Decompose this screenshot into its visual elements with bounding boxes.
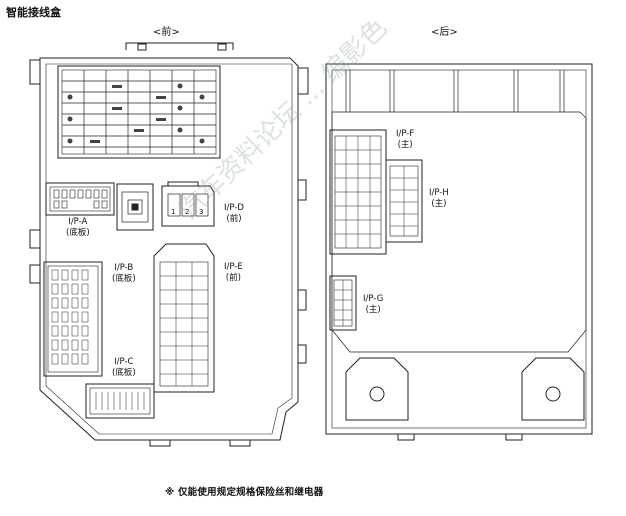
connector-ipf <box>329 129 387 255</box>
label-ipg-name: I/P-G <box>363 294 384 304</box>
label-ipb: I/P-B (底板) <box>112 263 136 284</box>
label-ipf-name: I/P-F <box>396 129 415 139</box>
connector-ipg <box>329 275 357 331</box>
center-connector <box>116 183 154 231</box>
connector-ipd <box>161 181 215 227</box>
connector-ipc <box>85 383 155 419</box>
label-ipb-sub: (底板) <box>112 273 136 284</box>
label-iph: I/P-H (主) <box>429 188 449 209</box>
fuse-block <box>57 65 221 159</box>
rear-view-label: <后> <box>431 27 458 38</box>
front-view-label: <前> <box>153 27 180 38</box>
ipd-pin-3: 3 <box>199 208 204 216</box>
label-ipd-name: I/P-D <box>224 203 244 213</box>
label-ipa: I/P-A (底板) <box>66 217 90 238</box>
label-iph-sub: (主) <box>431 198 447 209</box>
page-title: 智能接线盒 <box>6 6 61 19</box>
label-ipa-name: I/P-A <box>68 217 88 227</box>
label-ipg: I/P-G (主) <box>363 294 383 315</box>
label-ipe-sub: (前) <box>225 272 241 283</box>
ipd-pin-1: 1 <box>171 208 176 216</box>
label-ipe: I/P-E (前) <box>224 262 243 283</box>
label-iph-name: I/P-H <box>429 188 449 198</box>
ipd-pin-2: 2 <box>185 208 190 216</box>
label-ipe-name: I/P-E <box>224 262 243 272</box>
label-ipf: I/P-F (主) <box>396 129 414 150</box>
rear-housing <box>325 63 593 441</box>
footnote: ※ 仅能使用规定规格保险丝和继电器 <box>165 487 324 498</box>
label-ipd: I/P-D (前) <box>224 203 244 224</box>
connector-iph <box>385 159 423 243</box>
label-ipc: I/P-C (底板) <box>112 357 136 378</box>
label-ipc-sub: (底板) <box>112 367 136 378</box>
label-ipd-sub: (前) <box>226 213 242 224</box>
label-ipb-name: I/P-B <box>114 263 134 273</box>
front-housing <box>29 42 309 447</box>
label-ipc-name: I/P-C <box>114 357 134 367</box>
label-ipf-sub: (主) <box>397 139 413 150</box>
connector-ipa <box>45 182 115 216</box>
label-ipg-sub: (主) <box>365 304 381 315</box>
connector-ipb <box>43 261 103 377</box>
label-ipa-sub: (底板) <box>66 227 90 238</box>
connector-ipe <box>153 243 215 393</box>
